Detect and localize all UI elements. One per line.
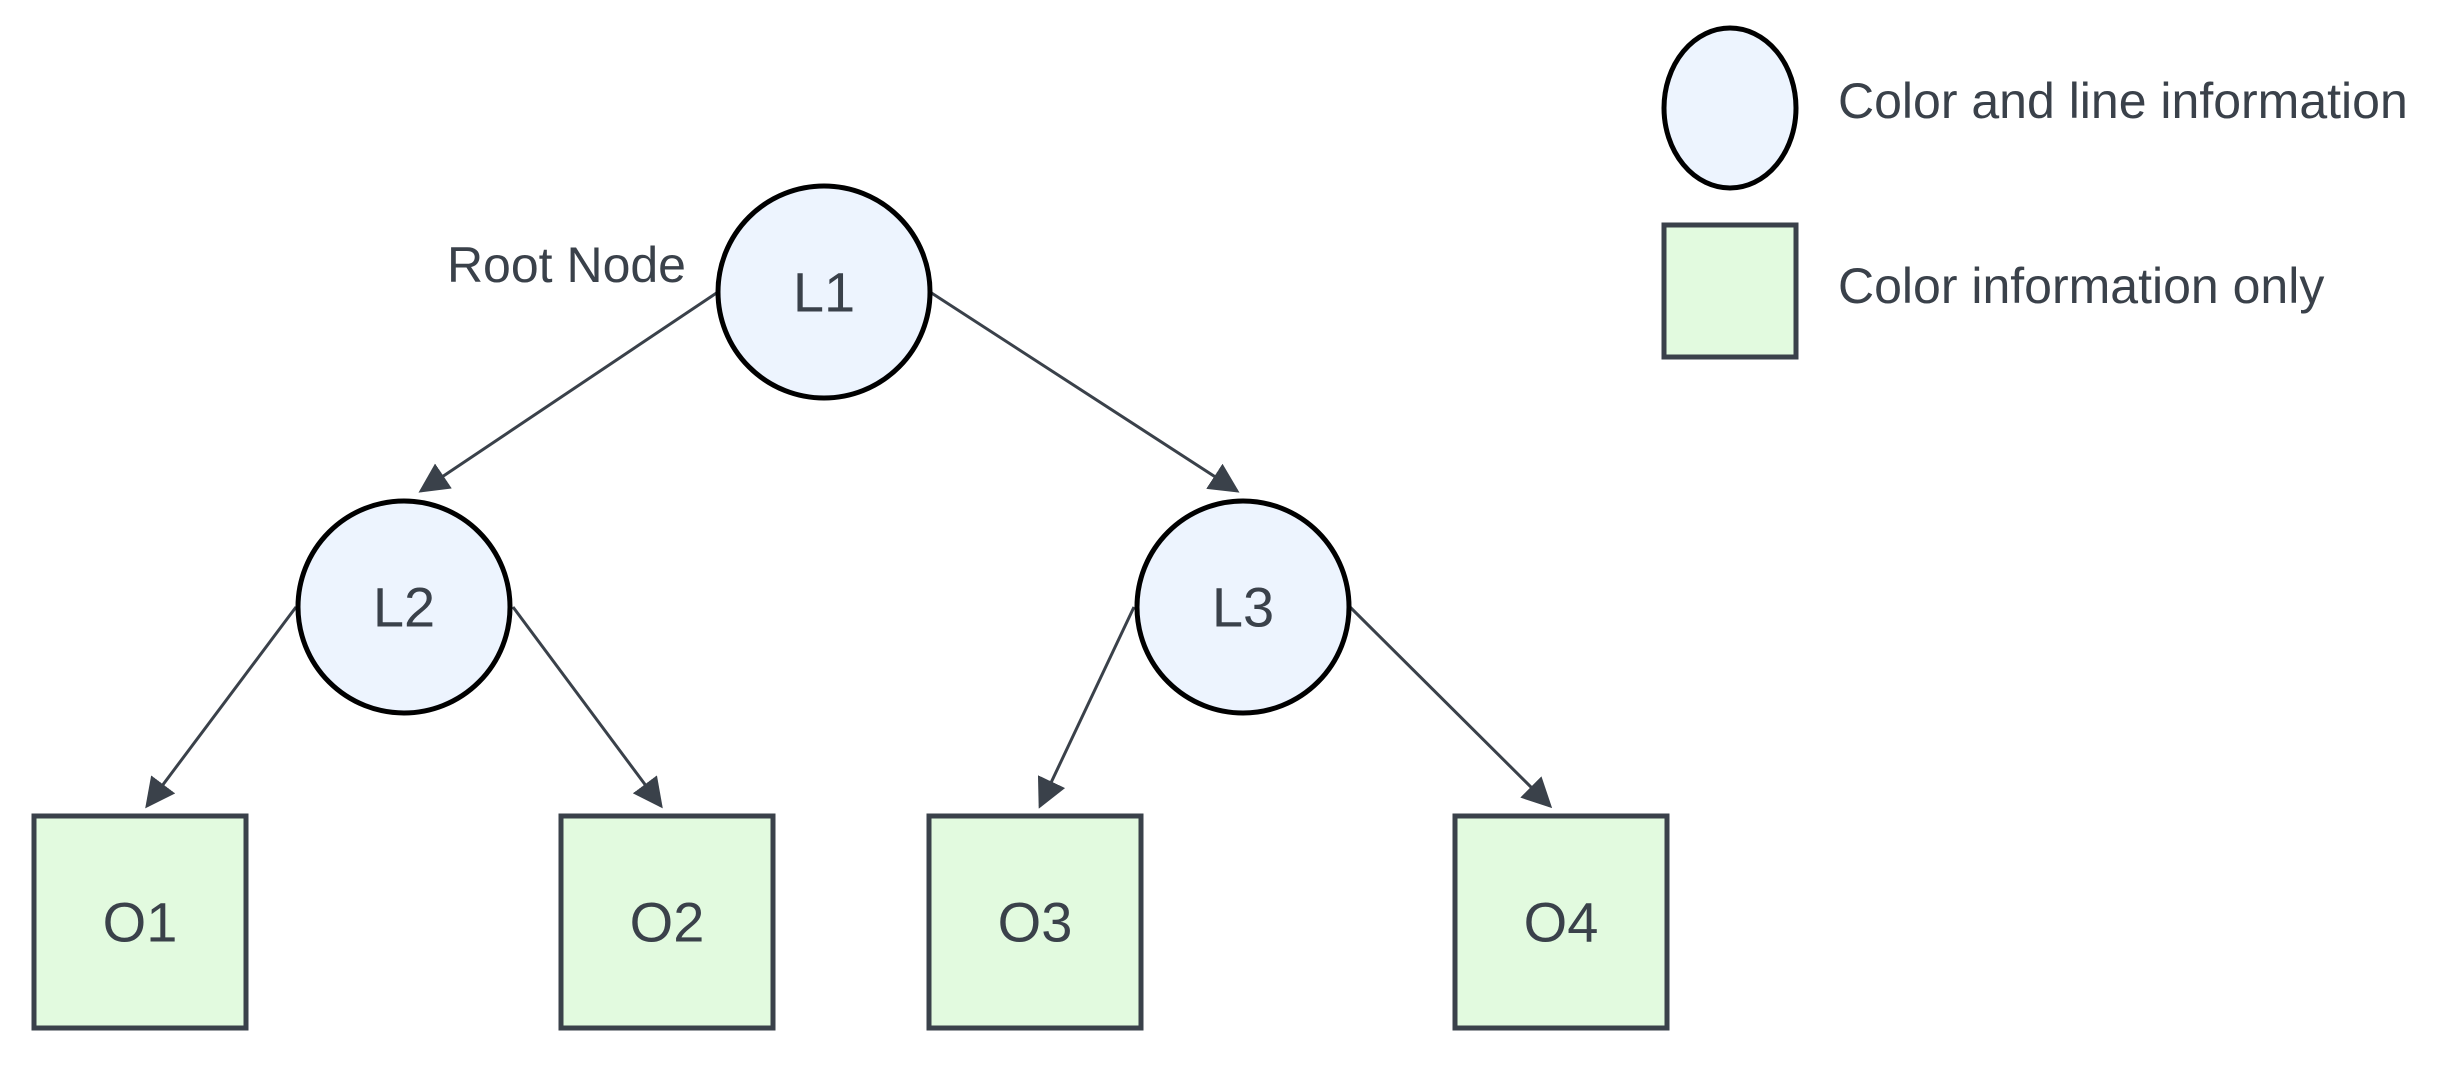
node-o1-square [31, 813, 249, 1031]
node-l1-circle [715, 183, 933, 401]
node-o4-square [1452, 813, 1670, 1031]
edge-l3-o4 [1348, 605, 1553, 809]
edges [145, 290, 1553, 809]
node-l3-label: L3 [1212, 576, 1274, 639]
node-o4: O4 [1452, 813, 1670, 1031]
edge-l2-o2 [511, 606, 663, 809]
legend-circle-swatch [1661, 25, 1799, 191]
node-l1-label: L1 [793, 261, 855, 324]
edge-l1-l3 [929, 290, 1240, 493]
legend-square-label: Color information only [1838, 258, 2324, 314]
node-o3-square [926, 813, 1144, 1031]
node-l2-circle [295, 498, 513, 716]
node-o2-square [558, 813, 776, 1031]
node-o2-label: O2 [630, 891, 705, 954]
node-l3-circle [1134, 498, 1352, 716]
node-l3: L3 [1134, 498, 1352, 716]
edge-l2-o1 [145, 606, 298, 809]
node-o1-label: O1 [103, 891, 178, 954]
legend-circle-label: Color and line information [1838, 73, 2408, 129]
root-node-annotation: Root Node [447, 237, 686, 293]
node-l2: L2 [295, 498, 513, 716]
edge-l3-o3 [1037, 606, 1136, 809]
node-o2: O2 [558, 813, 776, 1031]
node-o4-label: O4 [1524, 891, 1599, 954]
edge-l1-l2 [418, 290, 719, 493]
node-l1: L1 [715, 183, 933, 401]
node-o3-label: O3 [998, 891, 1073, 954]
node-l2-label: L2 [373, 576, 435, 639]
node-o3: O3 [926, 813, 1144, 1031]
legend-square-swatch [1661, 222, 1799, 360]
legend: Color and line information Color informa… [1661, 25, 2408, 360]
node-o1: O1 [31, 813, 249, 1031]
